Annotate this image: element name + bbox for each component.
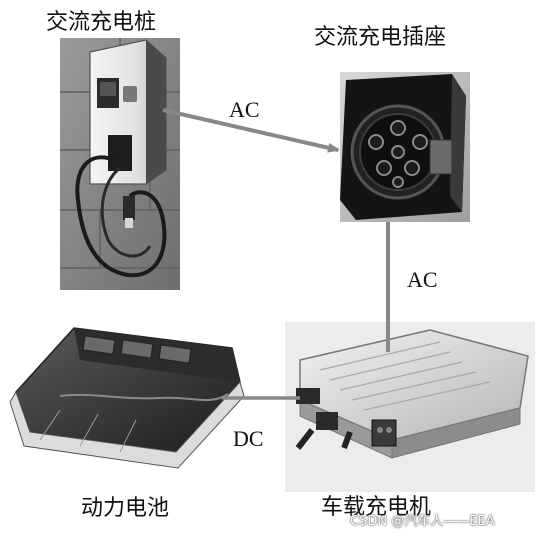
edge-label-dc: DC	[233, 426, 264, 451]
power-battery-label: 动力电池	[81, 496, 170, 521]
power-battery-image	[9, 327, 245, 469]
ac-charging-socket-label: 交流充电插座	[314, 25, 447, 50]
watermark: CSDN @汽车人——EEA	[350, 514, 495, 529]
ac-charging-socket-image	[340, 72, 470, 222]
on-board-charger-image	[285, 322, 535, 492]
edge-label-ac-right: AC	[407, 267, 438, 292]
ac-charging-pile-image	[60, 38, 180, 290]
on-board-charger-label: 车载充电机	[321, 495, 432, 520]
edge-pile-to-socket	[162, 108, 340, 153]
edge-label-ac-top: AC	[229, 97, 260, 122]
ac-charging-pile-label: 交流充电桩	[46, 10, 157, 35]
